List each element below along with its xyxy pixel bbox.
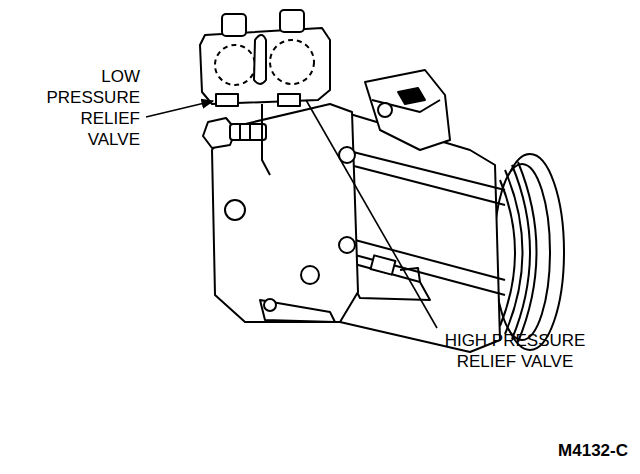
figure-code: M4132-C	[558, 440, 628, 461]
part-label: HIGH PRESSURE RELIEF VALVE	[430, 330, 600, 372]
part-label: LOW PRESSURE RELIEF VALVE	[46, 66, 140, 150]
